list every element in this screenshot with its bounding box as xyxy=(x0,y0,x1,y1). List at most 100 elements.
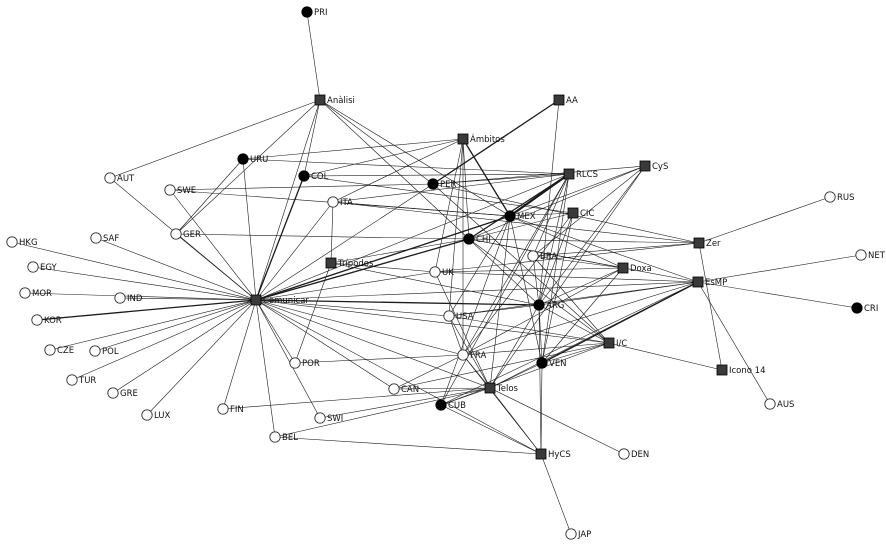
edge-comunicar-telos xyxy=(255,299,491,389)
country-black-marker xyxy=(851,302,863,314)
node-por: POR xyxy=(289,357,320,369)
edge-comunicar-arg xyxy=(255,299,540,306)
edge-cys-arg xyxy=(538,165,646,306)
edge-ambitos-col xyxy=(303,138,464,177)
country-black-marker xyxy=(298,170,310,182)
node-label: Doxa xyxy=(630,264,652,274)
node-cri: CRI xyxy=(851,302,878,314)
journal-square-marker xyxy=(603,337,615,349)
edge-uru-comunicar xyxy=(242,158,257,301)
node-ger: GER xyxy=(170,228,201,240)
edge-comunicar-can xyxy=(255,299,395,390)
node-label: EGY xyxy=(40,263,58,273)
edge-mex-telos xyxy=(489,215,511,389)
node-label: Zer xyxy=(706,239,721,249)
edge-analisi-per xyxy=(319,99,434,185)
node-swi: SWI xyxy=(314,412,343,424)
country-white-marker xyxy=(217,403,229,415)
node-cub: CUB xyxy=(435,399,466,411)
node-uru: URU xyxy=(237,153,268,165)
edge-arg-hycs xyxy=(538,304,542,455)
node-icono14: Icono 14 xyxy=(716,364,766,376)
edge-aa-arg xyxy=(538,99,560,306)
edge-esmp-cri xyxy=(697,281,858,309)
edge-col-cic xyxy=(303,175,574,214)
node-usa: USA xyxy=(443,310,474,322)
edge-ic-cub xyxy=(440,342,610,406)
edge-analisi-ger xyxy=(175,99,321,235)
edge-analisi-aut xyxy=(109,99,321,179)
country-white-marker xyxy=(855,249,867,261)
country-white-marker xyxy=(114,292,126,304)
node-tripodos: Trípodos xyxy=(325,257,374,269)
node-label: KOR xyxy=(44,316,62,326)
journal-square-marker xyxy=(553,94,565,106)
journal-square-marker xyxy=(617,262,629,274)
node-label: Ámbitos xyxy=(470,133,505,145)
edge-mex-ven xyxy=(509,215,543,364)
node-label: CUB xyxy=(448,401,466,411)
edge-usa-ic xyxy=(448,315,610,344)
edge-col-comunicar xyxy=(255,175,305,301)
journal-square-marker xyxy=(563,168,575,180)
node-label: NET xyxy=(868,251,886,261)
node-label: AA xyxy=(566,96,578,106)
country-white-marker xyxy=(104,172,116,184)
edge-ven-telos xyxy=(489,362,543,389)
edge-bra-zer xyxy=(532,242,700,257)
edge-comunicar-por xyxy=(255,299,296,364)
node-ambitos: Ámbitos xyxy=(457,133,505,145)
country-white-marker xyxy=(457,349,469,361)
edge-per-swe xyxy=(169,183,434,191)
edge-icono14-zer xyxy=(698,242,723,371)
node-can: CAN xyxy=(388,383,419,395)
edge-ic-fra xyxy=(462,342,610,356)
edge-cic-mex xyxy=(509,212,574,217)
country-black-marker xyxy=(427,178,439,190)
country-white-marker xyxy=(89,345,101,357)
country-black-marker xyxy=(533,299,545,311)
country-white-marker xyxy=(66,374,78,386)
edge-tripodos-arg xyxy=(330,262,540,306)
edge-analisi-comunicar xyxy=(255,99,321,301)
country-black-marker xyxy=(536,357,548,369)
edge-ita-tripodos xyxy=(330,201,334,264)
node-uk: UK xyxy=(429,266,454,278)
country-white-marker xyxy=(164,184,176,196)
edge-egy-comunicar xyxy=(32,266,257,301)
node-label: ARG xyxy=(546,301,564,311)
node-label: FIN xyxy=(230,405,244,415)
node-fin: FIN xyxy=(217,403,244,415)
node-aa: AA xyxy=(553,94,578,106)
edge-esmp-fra xyxy=(462,281,699,356)
edge-swi-comunicar xyxy=(255,299,321,419)
node-arg: ARG xyxy=(533,299,564,311)
node-hkg: HKG xyxy=(6,236,38,248)
edge-chi-esmp xyxy=(468,238,699,283)
node-mor: MOR xyxy=(19,287,52,299)
edge-mex-usa xyxy=(448,215,511,317)
node-analisi: Anàlisi xyxy=(314,94,355,106)
node-label: LUX xyxy=(154,411,171,421)
node-label: AUS xyxy=(777,400,794,410)
edge-fra-telos xyxy=(462,354,491,389)
edge-arg-ven xyxy=(538,304,543,364)
country-black-marker xyxy=(504,210,516,222)
node-ita: ITA xyxy=(327,196,353,208)
edge-arg-usa xyxy=(448,304,540,317)
journal-square-marker xyxy=(314,94,326,106)
edge-analisi-chi xyxy=(319,99,470,240)
node-rus: RUS xyxy=(824,191,855,203)
country-white-marker xyxy=(327,196,339,208)
edge-layer xyxy=(11,11,862,535)
edge-chi-ger xyxy=(175,233,470,240)
node-saf: SAF xyxy=(90,232,119,244)
country-white-marker xyxy=(824,191,836,203)
node-label: GER xyxy=(183,230,201,240)
node-label: RUS xyxy=(837,193,855,203)
edge-col-rlcs xyxy=(303,173,570,177)
edge-rus-zer xyxy=(698,196,831,244)
node-label: Anàlisi xyxy=(327,96,355,106)
edge-mex-comunicar xyxy=(255,215,511,301)
edge-bel-hycs xyxy=(274,436,542,455)
